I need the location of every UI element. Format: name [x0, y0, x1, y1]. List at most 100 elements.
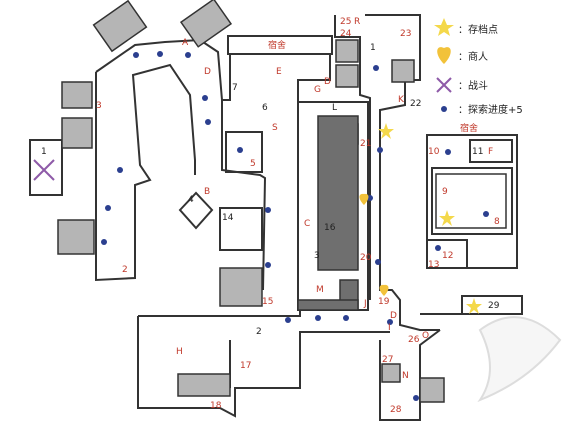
room-label: 9	[442, 187, 448, 197]
legend: ：存档点 ：商人 ：战斗 ：探索进度+5	[434, 18, 523, 116]
map-walls	[29, 14, 523, 421]
dot	[101, 239, 107, 245]
block-nw2	[179, 0, 233, 48]
room-label: N	[402, 371, 409, 381]
star-icon	[439, 210, 455, 226]
room-label: 24	[340, 29, 352, 39]
map-dark-blocks	[297, 115, 359, 311]
block-n	[419, 377, 445, 403]
room-label: 29	[488, 301, 500, 311]
block-18	[177, 373, 231, 397]
heart-icon	[437, 47, 451, 64]
room-label: B	[204, 187, 210, 197]
explore-dots	[101, 51, 489, 401]
room-label: 26	[408, 335, 420, 345]
dot	[483, 211, 489, 217]
dot	[375, 259, 381, 265]
room-label: 1	[41, 147, 47, 157]
map-blocks	[57, 0, 507, 403]
room-label: 1	[370, 43, 376, 53]
star-icon	[378, 123, 394, 139]
dot	[133, 52, 139, 58]
room-label: C	[304, 219, 310, 229]
block-left3	[57, 219, 95, 255]
room-label: 4	[188, 195, 194, 205]
room-label: 19	[378, 297, 390, 307]
room-label: 3	[314, 251, 320, 261]
block-24	[335, 39, 359, 63]
dot	[377, 147, 383, 153]
heart-icon	[379, 284, 389, 296]
dot	[157, 51, 163, 57]
room-label: 25	[340, 17, 351, 27]
merchants	[359, 193, 389, 296]
room-label: 14	[222, 213, 234, 223]
room-label: 13	[428, 260, 439, 270]
legend-save: ：存档点	[458, 23, 498, 36]
room-label: J	[363, 299, 367, 309]
dot	[185, 52, 191, 58]
room-label: 27	[382, 355, 393, 365]
heart-icon	[359, 193, 369, 205]
save-points	[378, 123, 482, 314]
room-label: 21	[360, 139, 371, 149]
room-label: 2	[122, 265, 128, 275]
room-label: 5	[250, 159, 256, 169]
room-label: D	[390, 311, 397, 321]
room-label: M	[316, 285, 324, 295]
room-label: 15	[262, 297, 273, 307]
legend-explore: ：探索进度+5	[458, 103, 523, 116]
dot	[315, 315, 321, 321]
block-23	[391, 59, 415, 83]
room-label: A	[182, 38, 189, 48]
cross-icon	[436, 77, 452, 93]
room-label: 10	[428, 147, 440, 157]
room-label: 17	[240, 361, 251, 371]
dot	[265, 207, 271, 213]
room-label: 8	[494, 217, 500, 227]
cross-icon	[33, 159, 55, 181]
room-label: 20	[360, 253, 372, 263]
room-label: D	[324, 77, 331, 87]
block-left1	[61, 81, 93, 109]
dot	[387, 319, 393, 325]
dark-block-16	[317, 115, 359, 271]
star-icon	[466, 298, 482, 314]
dot	[413, 395, 419, 401]
dot	[202, 95, 208, 101]
dot	[285, 317, 291, 323]
room-label: I	[388, 323, 391, 333]
room-labels: 1 2 3 4 5 6 7 8 9 10 11 12 13 14 15 16 1…	[41, 17, 500, 415]
room-label: 22	[410, 99, 421, 109]
room-label: 7	[232, 83, 238, 93]
dot	[105, 205, 111, 211]
room-label: O	[422, 331, 429, 341]
dot	[205, 119, 211, 125]
block-27	[381, 363, 401, 383]
room-label: 12	[442, 251, 453, 261]
room-label: 28	[390, 405, 402, 415]
room-label: 6	[262, 103, 268, 113]
dot	[445, 149, 451, 155]
dorm-label: 宿舍	[460, 122, 478, 134]
block-left2	[61, 117, 93, 149]
block-15	[219, 267, 263, 307]
room-label: R	[354, 17, 360, 27]
dot	[367, 195, 373, 201]
room-label: E	[276, 67, 282, 77]
room-label: L	[332, 103, 337, 113]
room-label: 16	[324, 223, 336, 233]
dark-block-base	[297, 299, 359, 311]
room-label: 18	[210, 401, 222, 411]
room-label: G	[314, 85, 321, 95]
room-label: 23	[400, 29, 411, 39]
room-label: H	[176, 347, 183, 357]
legend-merchant: ：商人	[458, 50, 488, 63]
star-icon	[434, 18, 454, 36]
dot-icon	[441, 106, 447, 112]
room-label: S	[272, 123, 278, 133]
room-label: 11	[472, 147, 483, 157]
room-label: K	[398, 95, 405, 105]
dot	[237, 147, 243, 153]
